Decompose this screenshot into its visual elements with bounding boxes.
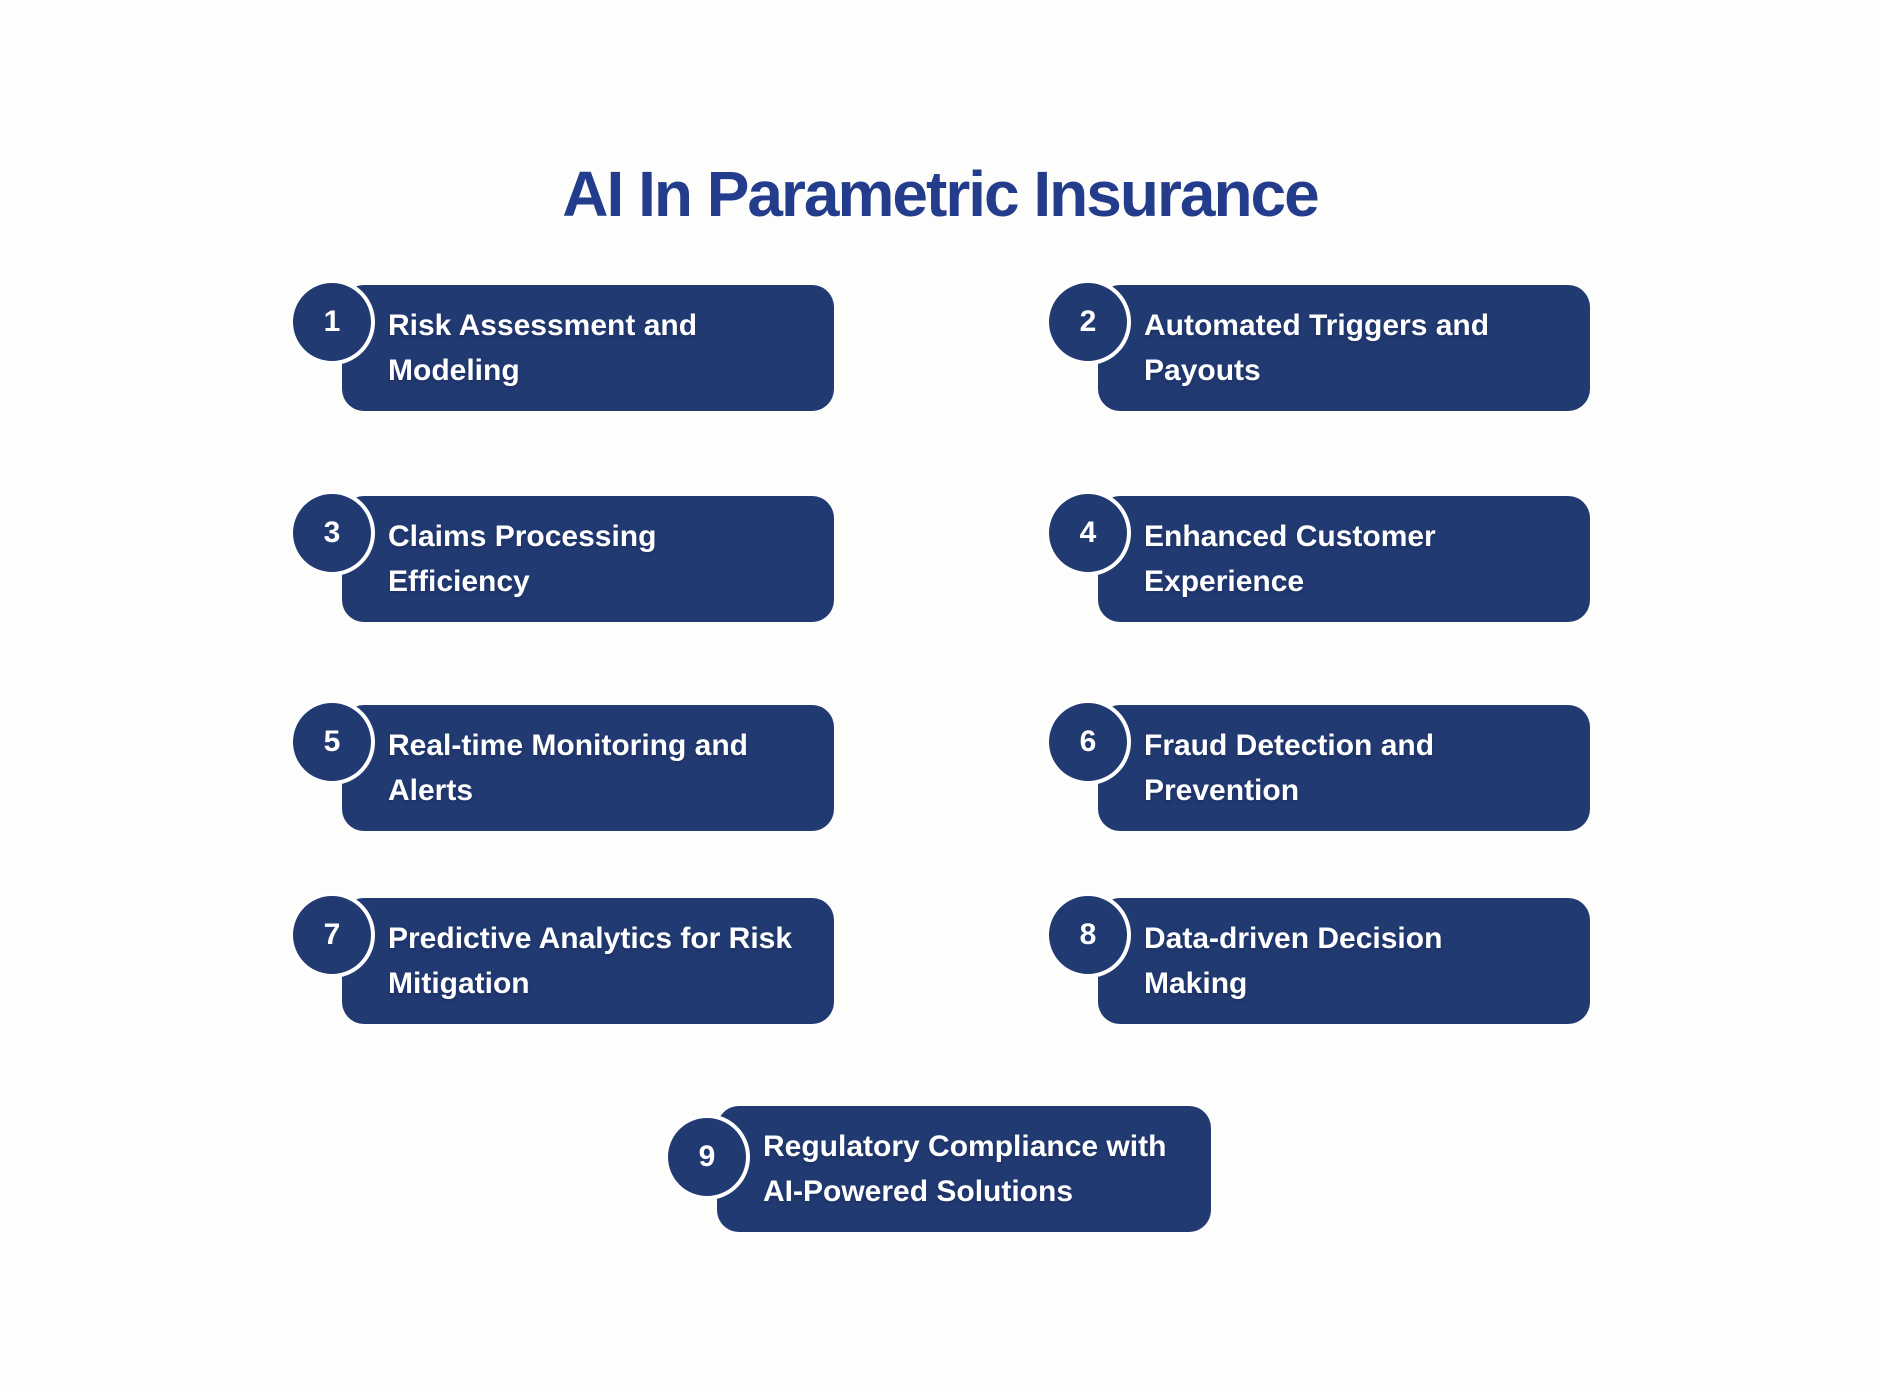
item-label-line: Enhanced Customer bbox=[1144, 520, 1436, 553]
item-number: 7 bbox=[323, 918, 341, 951]
item-card-4: 4 Enhanced Customer Experience bbox=[1045, 490, 1590, 622]
item-card-6: 6 Fraud Detection and Prevention bbox=[1045, 699, 1590, 831]
item-label: Automated Triggers and Payouts bbox=[1098, 303, 1505, 393]
page-title: AI In Parametric Insurance bbox=[562, 157, 1319, 230]
item-label: Fraud Detection and Prevention bbox=[1098, 723, 1450, 813]
item-number: 1 bbox=[323, 305, 341, 338]
item-label-line: Claims Processing bbox=[388, 520, 657, 553]
item-number-badge-3: 3 bbox=[289, 490, 375, 576]
item-number-badge-2: 2 bbox=[1045, 279, 1131, 365]
item-card-1: 1 Risk Assessment and Modeling bbox=[289, 279, 834, 411]
item-label-line: Fraud Detection and bbox=[1144, 729, 1435, 762]
item-card-7: 7 Predictive Analytics for Risk Mitigati… bbox=[289, 892, 834, 1024]
item-label-line: Prevention bbox=[1144, 774, 1300, 807]
item-number-badge-8: 8 bbox=[1045, 892, 1131, 978]
item-number-badge-4: 4 bbox=[1045, 490, 1131, 576]
item-number-badge-9: 9 bbox=[664, 1114, 750, 1200]
item-number: 2 bbox=[1079, 305, 1097, 338]
item-number: 4 bbox=[1079, 516, 1097, 549]
item-label-line: Risk Assessment and bbox=[388, 309, 698, 342]
item-label: Regulatory Compliance with AI-Powered So… bbox=[717, 1124, 1182, 1214]
item-label-line: AI-Powered Solutions bbox=[763, 1175, 1074, 1208]
item-label: Data-driven Decision Making bbox=[1098, 916, 1458, 1006]
item-number: 8 bbox=[1079, 918, 1097, 951]
item-label-line: Payouts bbox=[1144, 354, 1261, 387]
item-label-line: Experience bbox=[1144, 565, 1305, 598]
item-label-line: Mitigation bbox=[388, 967, 530, 1000]
item-label-line: Efficiency bbox=[388, 565, 530, 598]
item-card-2: 2 Automated Triggers and Payouts bbox=[1045, 279, 1590, 411]
item-number: 9 bbox=[698, 1140, 716, 1173]
item-label-line: Alerts bbox=[388, 774, 474, 807]
item-label: Risk Assessment and Modeling bbox=[342, 303, 713, 393]
item-card-8: 8 Data-driven Decision Making bbox=[1045, 892, 1590, 1024]
item-number-badge-7: 7 bbox=[289, 892, 375, 978]
item-number-badge-5: 5 bbox=[289, 699, 375, 785]
item-label: Real-time Monitoring and Alerts bbox=[342, 723, 764, 813]
item-number-badge-1: 1 bbox=[289, 279, 375, 365]
item-card-9: 9 Regulatory Compliance with AI-Powered … bbox=[664, 1106, 1211, 1232]
item-label-line: Real-time Monitoring and bbox=[388, 729, 748, 762]
item-card-3: 3 Claims Processing Efficiency bbox=[289, 490, 834, 622]
item-number-badge-6: 6 bbox=[1045, 699, 1131, 785]
item-label-line: Making bbox=[1144, 967, 1248, 1000]
item-number: 3 bbox=[323, 516, 341, 549]
item-label: Predictive Analytics for Risk Mitigation bbox=[342, 916, 808, 1006]
item-label-line: Regulatory Compliance with bbox=[763, 1130, 1167, 1163]
item-label-line: Automated Triggers and bbox=[1144, 309, 1490, 342]
item-label-line: Modeling bbox=[388, 354, 520, 387]
item-label: Enhanced Customer Experience bbox=[1098, 514, 1452, 604]
item-number: 6 bbox=[1079, 725, 1097, 758]
item-number: 5 bbox=[323, 725, 341, 758]
item-label-line: Predictive Analytics for Risk bbox=[388, 922, 793, 955]
item-card-5: 5 Real-time Monitoring and Alerts bbox=[289, 699, 834, 831]
item-label: Claims Processing Efficiency bbox=[342, 514, 672, 604]
item-label-line: Data-driven Decision bbox=[1144, 922, 1443, 955]
